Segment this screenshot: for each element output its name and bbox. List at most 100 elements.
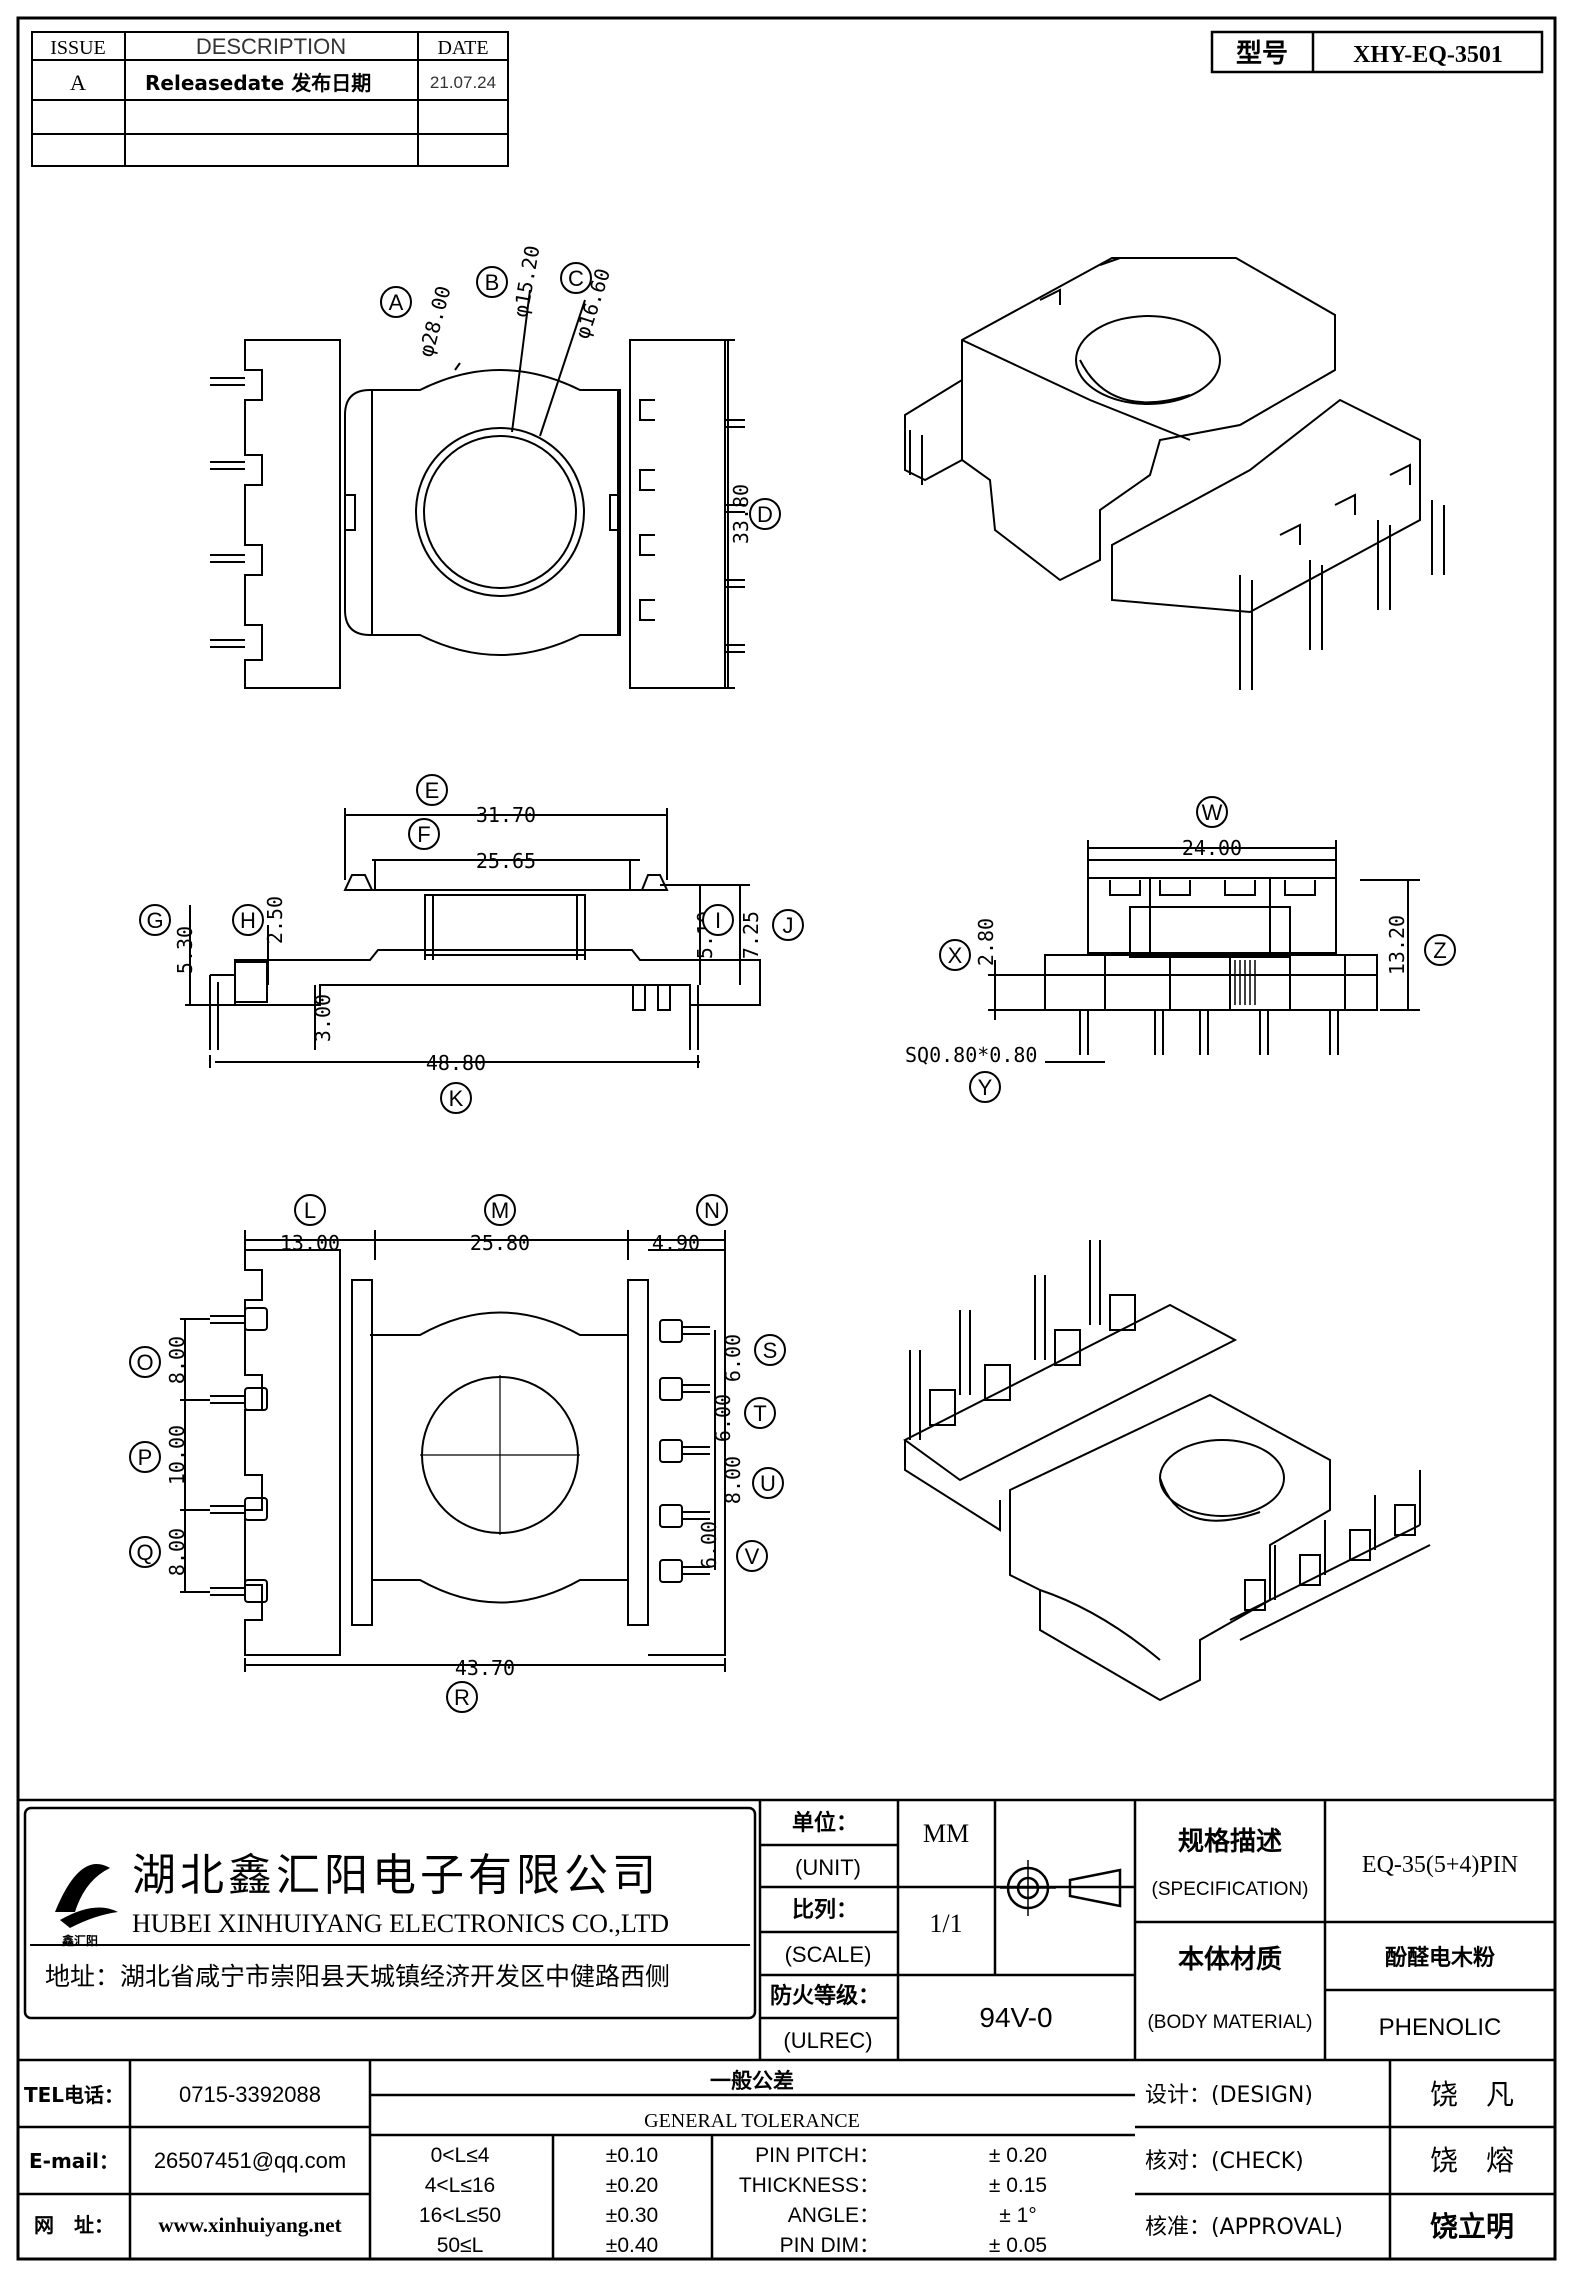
dim-k-value: 48.80 — [426, 1051, 486, 1075]
scale-label-cn: 比列： — [792, 1898, 858, 1923]
dim-marker-f: F — [408, 818, 440, 850]
design-name: 饶 凡 — [1430, 2078, 1514, 2111]
dim-marker-letter: D — [757, 502, 773, 527]
dim-f-value: 25.65 — [476, 849, 536, 873]
title-block-grid — [18, 1798, 1555, 2259]
unit-value: MM — [923, 1819, 969, 1848]
tolerance-title-en: GENERAL TOLERANCE — [644, 2110, 860, 2132]
tol-value-0: ±0.10 — [606, 2144, 658, 2167]
tol-item-value-2: ± 1° — [999, 2204, 1036, 2227]
tol-item-0: PIN PITCH： — [755, 2144, 880, 2167]
dim-w-value: 24.00 — [1182, 836, 1242, 860]
dim-l-value: 13.00 — [280, 1231, 340, 1255]
rev-row-date: 21.07.24 — [430, 73, 496, 92]
email-label: E-mail： — [29, 2149, 119, 2173]
material-value-cn: 酚醛电木粉 — [1385, 1946, 1495, 1971]
dim-marker-letter: B — [485, 270, 500, 295]
dim-marker-t: T — [744, 1397, 776, 1429]
side-view — [988, 840, 1420, 1063]
dim-marker-letter: W — [1202, 800, 1223, 825]
company-name-cn: 湖北鑫汇阳电子有限公司 — [132, 1850, 660, 1901]
dim-marker-j: J — [772, 909, 804, 941]
tol-value-3: ±0.40 — [606, 2234, 658, 2257]
revision-table — [31, 31, 509, 167]
material-value-en: PHENOLIC — [1379, 2014, 1502, 2041]
dim-marker-letter: U — [760, 1471, 776, 1496]
company-logo: 鑫汇阳 — [55, 1863, 118, 1948]
dim-marker-letter: L — [304, 1198, 316, 1223]
dim-h2-value: 3.00 — [311, 994, 335, 1042]
dim-marker-y: Y — [969, 1071, 1001, 1103]
drawing-frame — [16, 16, 1557, 2261]
fire-label-cn: 防火等级： — [770, 1983, 880, 2009]
dim-v-value: 6.00 — [697, 1521, 721, 1569]
dim-marker-d: D — [749, 498, 781, 530]
part-number-value: XHY-EQ-3501 — [1353, 42, 1503, 68]
fire-value: 94V-0 — [979, 2002, 1052, 2033]
dim-marker-a: A — [380, 286, 412, 318]
web-value: www.xinhuiyang.net — [158, 2213, 341, 2237]
dim-marker-o: O — [129, 1346, 161, 1378]
dim-t-value: 6.00 — [711, 1394, 735, 1442]
spec-label-en: (SPECIFICATION) — [1152, 1879, 1309, 1900]
part-number-box — [1210, 30, 1544, 74]
dim-marker-letter: C — [568, 266, 584, 291]
unit-label-en: (UNIT) — [795, 1855, 861, 1880]
design-label: 设计：(DESIGN) — [1145, 2083, 1313, 2108]
dim-marker-letter: T — [753, 1401, 766, 1426]
dim-s-value: 6.00 — [721, 1334, 745, 1382]
tol-item-1: THICKNESS： — [739, 2174, 880, 2197]
dim-marker-letter: Z — [1433, 938, 1446, 963]
dim-x-value: 2.80 — [974, 918, 998, 966]
tol-range-2: 16<L≤50 — [419, 2204, 501, 2227]
dim-marker-v: V — [736, 1540, 768, 1572]
dim-h-value: 2.50 — [263, 896, 287, 944]
part-number-label: 型号 — [1236, 39, 1288, 69]
dim-marker-letter: G — [146, 908, 163, 933]
dim-marker-letter: F — [417, 822, 430, 847]
tol-item-value-0: ± 0.20 — [989, 2144, 1047, 2167]
scale-label-en: (SCALE) — [785, 1942, 872, 1967]
dim-marker-i: I — [702, 904, 734, 936]
rev-header-date: DATE — [437, 37, 488, 59]
tolerance-title-cn: 一般公差 — [710, 2069, 794, 2093]
material-label-en: (BODY MATERIAL) — [1147, 2012, 1312, 2033]
tol-value-2: ±0.30 — [606, 2204, 658, 2227]
dim-marker-letter: R — [454, 1685, 470, 1710]
dim-marker-r: R — [446, 1681, 478, 1713]
dim-g-value: 5.30 — [173, 926, 197, 974]
rev-row-description: Releasedate 发布日期 — [145, 71, 371, 95]
tel-label: TEL电话： — [24, 2083, 124, 2107]
dim-marker-q: Q — [129, 1536, 161, 1568]
dim-marker-letter: V — [745, 1544, 760, 1569]
dim-marker-x: X — [939, 939, 971, 971]
dim-marker-b: B — [476, 266, 508, 298]
company-address: 地址：湖北省咸宁市崇阳县天城镇经济开发区中健路西侧 — [45, 1962, 670, 1991]
dim-marker-letter: N — [704, 1198, 720, 1223]
dim-marker-letter: Y — [978, 1075, 993, 1100]
dim-marker-h: H — [232, 904, 264, 936]
dim-e-value: 31.70 — [476, 803, 536, 827]
tol-range-0: 0<L≤4 — [431, 2144, 490, 2167]
rev-row-issue: A — [70, 70, 86, 95]
tol-item-value-1: ± 0.15 — [989, 2174, 1047, 2197]
tolerance-rows: 0<L≤4 ±0.10 PIN PITCH： ± 0.20 4<L≤16 ±0.… — [419, 2144, 1047, 2257]
dim-marker-m: M — [484, 1194, 516, 1226]
dim-marker-letter: I — [715, 908, 721, 933]
dim-marker-u: U — [752, 1467, 784, 1499]
dim-marker-letter: E — [425, 778, 440, 803]
spec-label-cn: 规格描述 — [1178, 1826, 1282, 1857]
tol-item-value-3: ± 0.05 — [989, 2234, 1047, 2257]
dim-b-value: φ15.20 — [508, 244, 544, 319]
dim-marker-letter: X — [948, 943, 963, 968]
company-name-en: HUBEI XINHUIYANG ELECTRONICS CO.,LTD — [132, 1909, 669, 1938]
bottom-view — [180, 1230, 726, 1672]
web-label: 网 址： — [34, 2213, 114, 2237]
scale-value: 1/1 — [929, 1909, 962, 1938]
dim-u-value: 8.00 — [721, 1456, 745, 1504]
tol-range-1: 4<L≤16 — [425, 2174, 496, 2197]
dim-z-value: 13.20 — [1385, 915, 1409, 975]
dim-marker-letter: A — [389, 290, 404, 315]
tol-item-2: ANGLE： — [788, 2204, 880, 2227]
